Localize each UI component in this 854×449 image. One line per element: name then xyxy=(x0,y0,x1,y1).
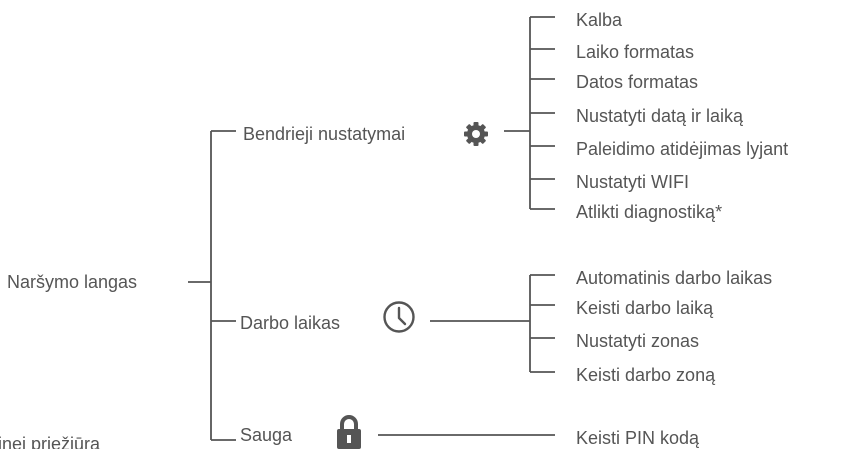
item-nustatyti-zonas: Nustatyti zonas xyxy=(576,331,700,351)
item-nustatyti-data-ir-laika: Nustatyti datą ir laiką xyxy=(576,106,744,126)
lock-icon xyxy=(337,415,361,449)
clock-icon xyxy=(383,301,415,333)
item-kalba: Kalba xyxy=(576,10,623,30)
branch-label-darbo-laikas: Darbo laikas xyxy=(240,313,341,333)
item-nustatyti-wifi: Nustatyti WIFI xyxy=(576,172,690,192)
branch-label-sauga: Sauga xyxy=(240,425,293,445)
gear-icon xyxy=(464,122,488,146)
item-keisti-pin-koda: Keisti PIN kodą xyxy=(576,428,700,448)
item-keisti-darbo-laika: Keisti darbo laiką xyxy=(576,298,714,318)
cutoff-label: inei priežiūra xyxy=(0,434,101,449)
item-paleidimo-atidejimas: Paleidimo atidėjimas lyjant xyxy=(576,139,789,159)
item-atlikti-diagnostika: Atlikti diagnostiką* xyxy=(576,202,723,222)
item-datos-formatas: Datos formatas xyxy=(576,72,699,92)
item-keisti-darbo-zona: Keisti darbo zoną xyxy=(576,365,716,385)
item-laiko-formatas: Laiko formatas xyxy=(576,42,695,62)
root-label: Naršymo langas xyxy=(7,272,138,292)
item-automatinis-darbo-laikas: Automatinis darbo laikas xyxy=(576,268,773,288)
branch-label-bendrieji-nustatymai: Bendrieji nustatymai xyxy=(243,124,406,144)
